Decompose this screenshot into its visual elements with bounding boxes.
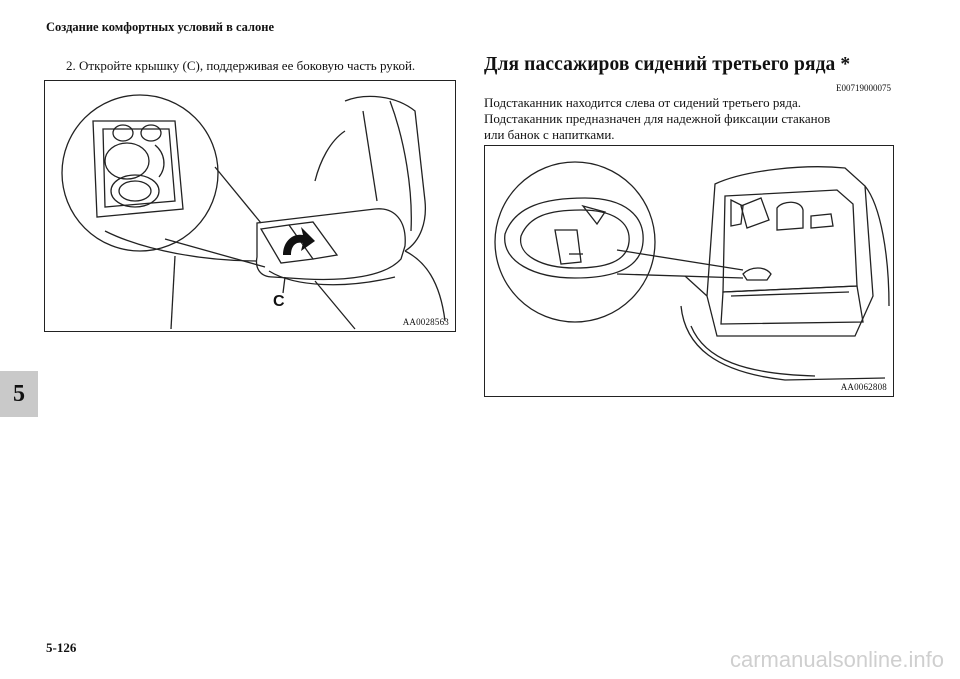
chapter-number: 5 bbox=[13, 381, 25, 407]
figure-code: AA0062808 bbox=[840, 382, 887, 392]
section-code: E00719000075 bbox=[836, 83, 891, 93]
page-number: 5-126 bbox=[46, 640, 77, 655]
watermark-text: carmanualsonline.info bbox=[729, 647, 944, 672]
paragraph-line: или банок с напитками. bbox=[484, 127, 615, 142]
page-header: Создание комфортных условий в салоне bbox=[46, 20, 275, 34]
figure-third-row-cupholder: AA0062808 bbox=[484, 145, 894, 397]
cargo-cupholder-illustration bbox=[494, 161, 890, 381]
callout-c-label: C bbox=[273, 293, 285, 310]
armrest-illustration bbox=[61, 94, 446, 330]
section-title: Для пассажиров сидений третьего ряда * bbox=[484, 54, 851, 75]
step-2-text: 2. Откройте крышку (C), поддерживая ее б… bbox=[66, 58, 416, 73]
section-paragraph: Подстаканник находится слева от сидений … bbox=[484, 95, 904, 143]
paragraph-line: Подстаканник находится слева от сидений … bbox=[484, 95, 801, 110]
chapter-tab: 5 bbox=[0, 371, 38, 417]
paragraph-line: Подстаканник предназначен для надежной ф… bbox=[484, 111, 831, 126]
figure-armrest-cupholder: C AA0028563 bbox=[44, 80, 456, 332]
figure-code: AA0028563 bbox=[402, 317, 449, 327]
